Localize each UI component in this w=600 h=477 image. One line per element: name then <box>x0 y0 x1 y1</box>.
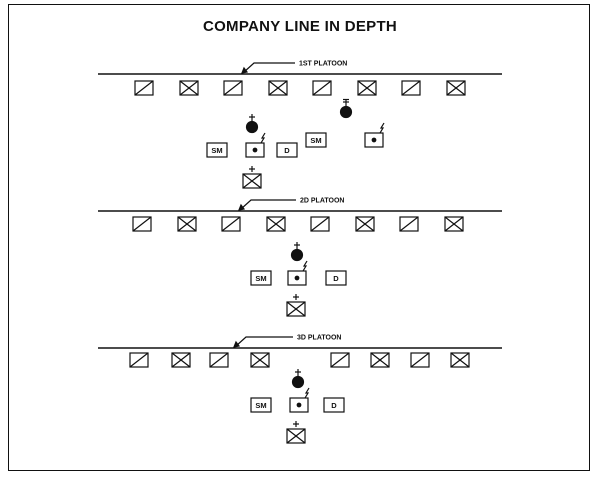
platoon-2-hq <box>287 260 308 286</box>
platoon-1-sm-2: SM <box>305 132 327 148</box>
platoon-1-squad-6 <box>357 80 377 96</box>
platoon-1-leader <box>245 114 259 134</box>
platoon-2-sm: SM <box>250 270 272 286</box>
platoon-1-squad-4 <box>268 80 288 96</box>
platoon-2-squad-1 <box>132 216 152 232</box>
platoon-3-sm-label: SM <box>255 401 266 410</box>
platoon-1-squad-2 <box>179 80 199 96</box>
platoon-3-squad-5 <box>330 352 350 368</box>
platoon-3-squad-4 <box>250 352 270 368</box>
platoon-1-squad-1 <box>134 80 154 96</box>
platoon-3-squad-7 <box>410 352 430 368</box>
platoon-1-reserve <box>242 166 262 189</box>
platoon-2-squad-2 <box>177 216 197 232</box>
platoon-2-d: D <box>325 270 347 286</box>
diagram-frame <box>8 4 590 471</box>
platoon-3: 3D PLATOON <box>98 335 502 349</box>
platoon-2-squad-6 <box>355 216 375 232</box>
platoon-1-sm-label: SM <box>211 146 222 155</box>
platoon-2: 2D PLATOON <box>98 198 502 212</box>
platoon-1-sgt <box>339 98 353 119</box>
platoon-2-squad-5 <box>310 216 330 232</box>
platoon-3-d-label: D <box>331 401 337 410</box>
platoon-3-reserve <box>286 421 306 444</box>
platoon-1-squad-5 <box>312 80 332 96</box>
platoon-1-d: D <box>276 142 298 158</box>
platoon-1-sm: SM <box>206 142 228 158</box>
platoon-2-squad-7 <box>399 216 419 232</box>
platoon-3-leader <box>291 369 305 389</box>
platoon-2-leader <box>290 242 304 262</box>
platoon-2-squad-8 <box>444 216 464 232</box>
platoon-3-squad-8 <box>450 352 470 368</box>
platoon-1-sm-2-label: SM <box>310 136 321 145</box>
platoon-2-sm-label: SM <box>255 274 266 283</box>
platoon-2-squad-3 <box>221 216 241 232</box>
platoon-3-squad-3 <box>209 352 229 368</box>
platoon-3-label: 3D PLATOON <box>297 335 341 342</box>
platoon-1-hq <box>245 132 266 158</box>
platoon-3-d: D <box>323 397 345 413</box>
platoon-2-reserve <box>286 294 306 317</box>
platoon-3-squad-6 <box>370 352 390 368</box>
platoon-2-label: 2D PLATOON <box>300 198 344 205</box>
platoon-1-squad-8 <box>446 80 466 96</box>
platoon-3-squad-1 <box>129 352 149 368</box>
platoon-2-squad-4 <box>266 216 286 232</box>
platoon-1-label: 1ST PLATOON <box>299 61 347 68</box>
platoon-3-sm: SM <box>250 397 272 413</box>
platoon-3-hq <box>289 387 310 413</box>
platoon-1-d-label: D <box>284 146 290 155</box>
platoon-1-squad-3 <box>223 80 243 96</box>
platoon-1: 1ST PLATOON <box>98 61 502 75</box>
platoon-2-d-label: D <box>333 274 339 283</box>
platoon-3-squad-2 <box>171 352 191 368</box>
platoon-1-squad-7 <box>401 80 421 96</box>
diagram-title: COMPANY LINE IN DEPTH <box>202 18 398 35</box>
platoon-1-hq-2 <box>364 122 385 148</box>
